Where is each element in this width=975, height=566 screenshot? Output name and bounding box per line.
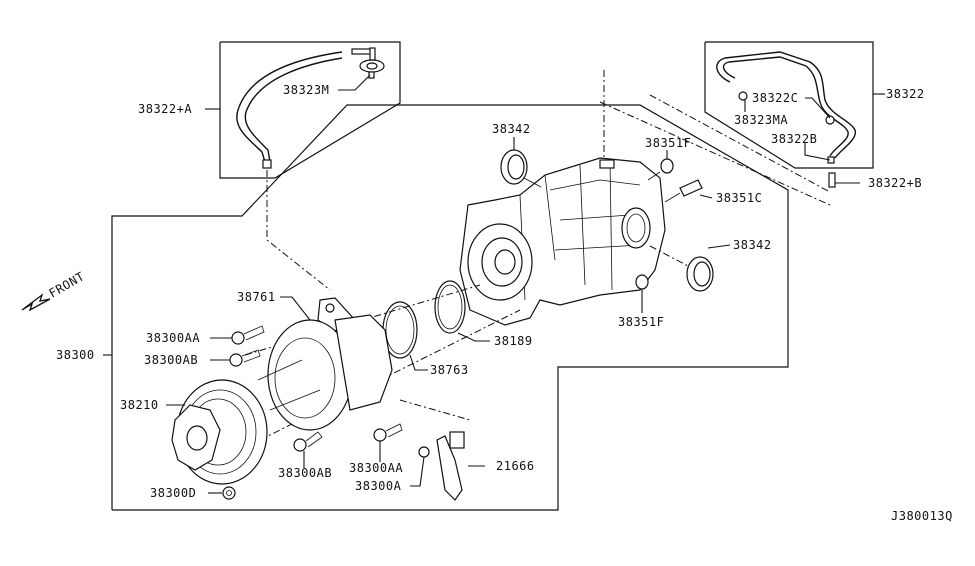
- front-arrow-icon: [21, 293, 51, 312]
- bolt-38300AB-bottom[interactable]: [293, 431, 323, 452]
- label-38322A[interactable]: 38322+A: [138, 102, 192, 116]
- label-38323MA[interactable]: 38323MA: [734, 113, 788, 127]
- diagram-code: J380013Q: [891, 509, 953, 523]
- front-label: FRONT: [47, 269, 87, 300]
- drain-plug-bottom[interactable]: [635, 274, 649, 290]
- label-38351F-bottom[interactable]: 38351F: [618, 315, 664, 329]
- label-38300D[interactable]: 38300D: [150, 486, 196, 500]
- label-38210[interactable]: 38210: [120, 398, 159, 412]
- main-assembly-frame: [111, 104, 789, 511]
- companion-flange[interactable]: [171, 379, 268, 485]
- front-direction-indicator: FRONT: [21, 269, 87, 312]
- label-38300AA-bottom[interactable]: 38300AA: [349, 461, 403, 475]
- label-38300A[interactable]: 38300A: [355, 479, 402, 493]
- oil-seal-right[interactable]: [649, 245, 714, 292]
- bolt-38300A[interactable]: [418, 446, 430, 458]
- bolt-38300AA-left[interactable]: [231, 325, 265, 345]
- breather-valve[interactable]: [351, 47, 385, 79]
- oil-seal-top[interactable]: [500, 149, 542, 188]
- label-38351C[interactable]: 38351C: [716, 191, 762, 205]
- label-38763[interactable]: 38763: [430, 363, 469, 377]
- label-38322C[interactable]: 38322C: [752, 91, 798, 105]
- leader-dash-right-hose: [599, 101, 831, 206]
- leader-lines: [103, 74, 885, 494]
- label-38322[interactable]: 38322: [886, 87, 925, 101]
- breather-hose-right[interactable]: [716, 51, 856, 188]
- breather-hose-frame-left: [219, 41, 401, 179]
- breather-hose-frame-right: [704, 41, 874, 169]
- gasket-ring[interactable]: [382, 301, 418, 359]
- label-38323M[interactable]: 38323M: [283, 83, 329, 97]
- label-38189[interactable]: 38189: [494, 334, 533, 348]
- o-ring[interactable]: [434, 280, 466, 334]
- label-38300AA-left[interactable]: 38300AA: [146, 331, 200, 345]
- filler-plug[interactable]: [664, 179, 703, 203]
- label-38342-top[interactable]: 38342: [492, 122, 531, 136]
- label-38322Bplus[interactable]: 38322+B: [868, 176, 922, 190]
- sensor-bracket[interactable]: [399, 399, 471, 501]
- label-38761[interactable]: 38761: [237, 290, 276, 304]
- label-21666[interactable]: 21666: [496, 459, 535, 473]
- leader-dash-right-hose-2: [649, 94, 831, 193]
- label-38342-right[interactable]: 38342: [733, 238, 772, 252]
- label-38300AB-left[interactable]: 38300AB: [144, 353, 198, 367]
- label-38300AB-bottom[interactable]: 38300AB: [278, 466, 332, 480]
- bolt-38300AA-bottom[interactable]: [373, 423, 403, 442]
- drain-plug-top[interactable]: [647, 158, 674, 181]
- breather-hose-left[interactable]: [236, 51, 343, 291]
- label-38300[interactable]: 38300: [56, 348, 95, 362]
- label-38322B[interactable]: 38322B: [771, 132, 817, 146]
- bolt-38300AB-left[interactable]: [229, 349, 261, 367]
- rear-cover[interactable]: [257, 314, 393, 431]
- label-38351F-top[interactable]: 38351F: [645, 136, 691, 150]
- nut-38300D[interactable]: [222, 486, 236, 500]
- differential-carrier[interactable]: [459, 70, 666, 326]
